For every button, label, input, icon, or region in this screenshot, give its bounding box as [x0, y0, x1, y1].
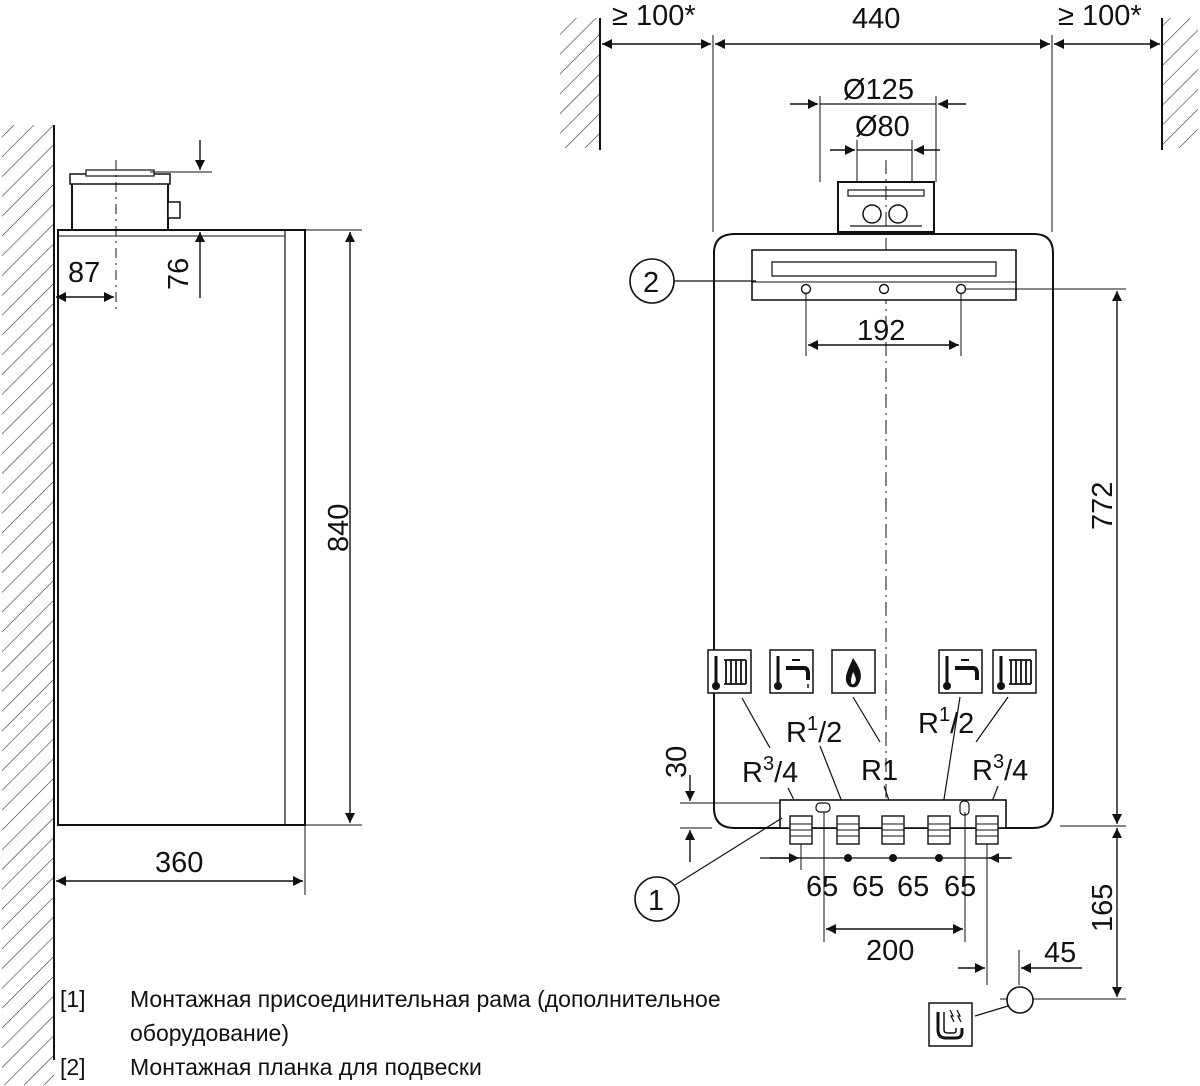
dim-flue-offset: 87 — [68, 257, 100, 289]
dim-boiler-height: 840 — [323, 504, 355, 552]
connection-label-left-heating: R3/4 — [742, 753, 798, 789]
dim-connection-offset: 30 — [661, 746, 693, 778]
legend-item-2: [2] Монтажная планка для подвески — [60, 1050, 820, 1084]
connection-label-left-hot-water: R1/2 — [786, 713, 842, 749]
gas-flame-icon — [831, 649, 876, 694]
side-view: 87 76 840 360 — [2, 125, 362, 1085]
hot-water-icon — [938, 649, 983, 694]
boiler-side-body — [57, 229, 306, 826]
drain-siphon-icon — [928, 1002, 973, 1047]
flue-adapter-side — [69, 160, 181, 310]
dim-drain-offset: 45 — [1044, 937, 1076, 969]
wall-right-hatching — [1162, 18, 1198, 148]
dim-inner-flue-diameter: Ø80 — [855, 111, 910, 143]
legend-number: [1] — [60, 986, 86, 1012]
wall-left-hatching — [560, 18, 600, 148]
dim-hanger-height: 772 — [1087, 482, 1119, 530]
connection-label-right-heating: R3/4 — [972, 751, 1028, 787]
dim-flue-height: 76 — [163, 258, 195, 290]
drain-outlet — [1006, 986, 1034, 1014]
legend-number: [2] — [60, 1054, 86, 1080]
callout-2-label: 2 — [643, 267, 659, 299]
dim-boiler-depth: 360 — [155, 847, 203, 879]
callout-1-circle — [634, 876, 680, 922]
dim-outer-flue-diameter: Ø125 — [843, 74, 914, 106]
dim-spacing-2: 65 — [852, 871, 884, 903]
dim-clearance-right: ≥ 100* — [1058, 0, 1142, 32]
legend: [1] Монтажная присоединительная рама (до… — [60, 982, 820, 1084]
legend-item-1: [1] Монтажная присоединительная рама (до… — [60, 982, 820, 1050]
dim-clearance-left: ≥ 100* — [612, 0, 696, 32]
dim-spacing-4: 65 — [944, 871, 976, 903]
connection-label-right-hot-water: R1/2 — [918, 704, 974, 740]
dim-hanger-spacing: 192 — [857, 315, 905, 347]
legend-text: Монтажная планка для подвески — [130, 1054, 482, 1080]
heating-return-icon — [992, 649, 1037, 694]
dim-connection-span: 200 — [866, 935, 914, 967]
connection-label-gas: R1 — [861, 755, 898, 787]
dim-boiler-width: 440 — [852, 3, 900, 35]
wall-hatching — [2, 125, 54, 1085]
callout-1-label: 1 — [648, 885, 664, 917]
mounting-rail — [751, 249, 1017, 301]
pipe-stubs — [789, 815, 999, 845]
hot-water-icon — [769, 649, 814, 694]
legend-text: Монтажная присоединительная рама (дополн… — [130, 986, 721, 1046]
dim-spacing-3: 65 — [897, 871, 929, 903]
dim-frame-height: 165 — [1087, 884, 1119, 932]
front-view: ≥ 100* 440 ≥ 100* Ø125 Ø80 — [560, 0, 1198, 1047]
dim-spacing-1: 65 — [806, 871, 838, 903]
heating-flow-icon — [707, 649, 752, 694]
